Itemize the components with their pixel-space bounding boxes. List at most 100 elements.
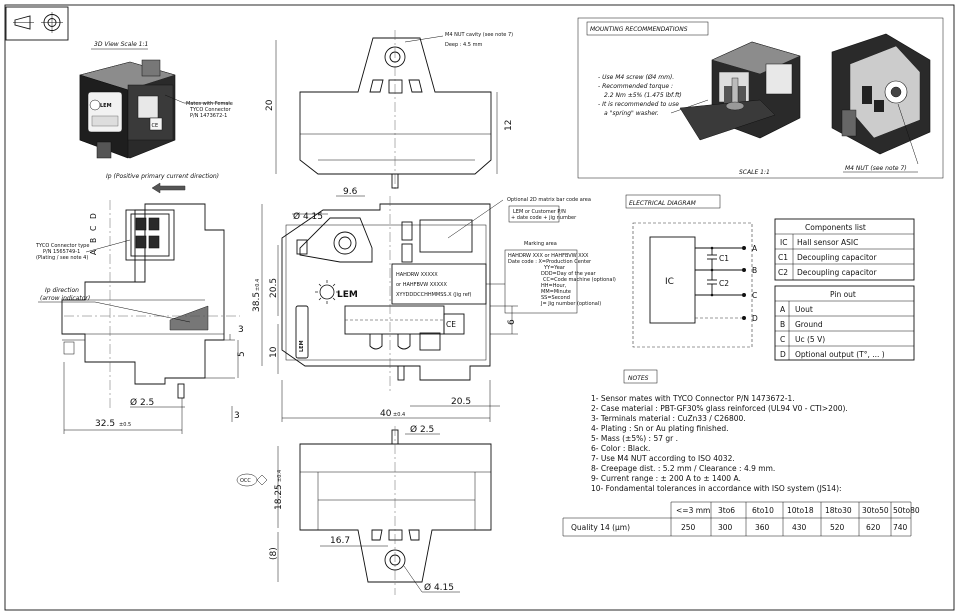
dim-38-5-tol: ±0.4 <box>255 279 261 291</box>
note-7: 7- Use M4 NUT according to ISO 4032. <box>591 454 735 463</box>
dim-10: 10 <box>269 346 279 358</box>
note-10: 10- Fondamental tolerances in accordance… <box>591 484 842 493</box>
dim-3a: 3 <box>238 325 244 335</box>
components-title: Components list <box>805 223 866 232</box>
front-view: CE <box>281 196 491 392</box>
label-text-3: XYYDDDCCHHMMSS.X (Jig ref) <box>396 292 472 298</box>
sheet-frame <box>4 4 955 611</box>
bottom-view <box>299 426 492 595</box>
tol-v2: 300 <box>718 523 733 532</box>
mounting-3d-image <box>679 41 801 141</box>
tol-h3: 6to10 <box>752 506 774 515</box>
m4-cavity-2: Deep : 4.5 mm <box>445 42 482 48</box>
side-pin-labels: LEM <box>299 340 305 352</box>
dim-phi25-c: Ø 2.5 <box>410 424 434 435</box>
comp-row1-desc: Decoupling capacitor <box>797 253 877 262</box>
optional-2d-label: Optional 2D matrix bar code area <box>507 197 591 203</box>
components-table: Components list IC Hall sensor ASIC C1 D… <box>774 218 915 281</box>
tol-h4: 10to18 <box>787 506 814 515</box>
tol-v1: 250 <box>681 523 696 532</box>
circuit-wires <box>695 246 746 320</box>
occ-text: OCC <box>240 478 251 484</box>
circuit-pin-b: B <box>752 266 757 275</box>
mounting-m4-nut: M4 NUT (see note 7) <box>845 165 907 172</box>
electrical-title: ELECTRICAL DIAGRAM <box>629 200 697 207</box>
ic-label: IC <box>665 277 674 287</box>
note-9: 9- Current range : ± 200 A to ± 1400 A. <box>591 474 741 483</box>
tol-v5: 520 <box>830 523 845 532</box>
dim-phi415-a: Ø 4.15 <box>293 211 323 222</box>
pin-label-d: D <box>89 213 98 219</box>
note-8: 8- Creepage dist. : 5.2 mm / Clearance :… <box>591 464 775 473</box>
note-5: 5- Mass (±5%) : 57 gr . <box>591 434 678 443</box>
side-view <box>61 200 240 410</box>
electrical-boundary <box>632 222 753 348</box>
pin-row1-desc: Ground <box>795 320 823 329</box>
dim-9-6: 9.6 <box>343 187 358 197</box>
top-view <box>299 30 492 190</box>
pin-row3-desc: Optional output (T°, ... ) <box>795 350 885 359</box>
pin-label-c: C <box>89 226 98 231</box>
marking-line-0: HAHDRW XXX or HAHFBVW XXX <box>508 253 589 259</box>
dim-32-5: 32.5 <box>95 419 115 429</box>
tol-h1: <=3 mm <box>676 506 710 515</box>
c2-label: C2 <box>719 279 729 288</box>
connector-type-2: P/N 1565749-1 <box>43 249 80 255</box>
note-3: 3- Terminals material : CuZn33 / C26800. <box>591 414 746 423</box>
dim-20: 20 <box>265 99 275 111</box>
dim-phi25-b: Ø 2.5 <box>130 397 154 408</box>
connector-type-1: TYCO Connector type <box>35 243 89 249</box>
ic-block <box>649 236 696 324</box>
mounting-nut-image <box>831 33 931 155</box>
lem-pn-box <box>508 205 560 223</box>
notes-list: 1- Sensor mates with TYCO Connector P/N … <box>591 394 848 493</box>
tol-h2: 3to6 <box>718 506 735 515</box>
tol-v4: 430 <box>792 523 807 532</box>
note-4: 4- Plating : Sn or Au plating finished. <box>591 424 728 433</box>
pinout-title: Pin out <box>830 290 856 299</box>
lem-logo: LEM <box>315 280 358 304</box>
pin-label-a: A <box>89 249 98 255</box>
dim-20-5-v: 20.5 <box>269 278 279 298</box>
mounting-panel <box>577 17 944 179</box>
mounting-notes: - Use M4 screw (Ø4 mm). - Recommended to… <box>598 74 682 117</box>
dim-5: 5 <box>237 351 247 357</box>
dim-12: 12 <box>504 120 514 131</box>
notes-title: NOTES <box>628 375 649 382</box>
dim-32-5-tol: ±0.5 <box>119 422 131 428</box>
circuit-pin-a: A <box>752 244 758 253</box>
dim-40: 40 <box>380 409 392 419</box>
marking-line-3: DDD=Day of the year <box>541 271 597 277</box>
lem-pn-2: + date code + jig number <box>511 215 577 221</box>
tol-v7: 740 <box>893 523 908 532</box>
pin-row0-id: A <box>780 305 786 314</box>
mounting-note-3: - It is recommended to use <box>598 101 679 108</box>
marking-line-4: CC=Code machine (optional) <box>543 277 616 283</box>
marking-line-7: SS=Second <box>541 295 570 301</box>
mounting-note-4: a "spring" washer. <box>604 110 659 117</box>
dim-20-5-h: 20.5 <box>451 397 471 407</box>
comp-row1-id: C1 <box>778 253 788 262</box>
pin-row1-id: B <box>780 320 785 329</box>
primary-current-arrow-icon <box>151 182 186 194</box>
mounting-note-1: - Recommended torque : <box>598 83 673 90</box>
marking-area-title: Marking area <box>524 241 557 247</box>
note-6: 6- Color : Black. <box>591 444 650 453</box>
comp-row0-id: IC <box>780 238 787 247</box>
marking-line-5: HH=Hour, <box>541 283 567 289</box>
marking-line-6: MM=Minute <box>541 289 571 295</box>
pin-row2-desc: Uc (5 V) <box>795 335 825 344</box>
dim-3b: 3 <box>234 411 240 421</box>
c1-label: C1 <box>719 254 729 263</box>
front-ce-mark: CE <box>446 320 456 329</box>
marking-line-8: J= Jig number (optional) <box>540 301 601 307</box>
diamond-icon <box>256 474 268 486</box>
dim-38-5: 38.5 <box>252 292 262 312</box>
lem-logo-text: LEM <box>337 290 358 300</box>
mounting-title: MOUNTING RECOMMENDATIONS <box>590 26 688 33</box>
sensor-3d-ce: CE <box>152 123 159 129</box>
marking-area-lines: HAHDRW XXX or HAHFBVW XXX Date code : X=… <box>508 253 616 307</box>
comp-row2-id: C2 <box>778 268 788 277</box>
mounting-scale: SCALE 1:1 <box>739 169 770 176</box>
